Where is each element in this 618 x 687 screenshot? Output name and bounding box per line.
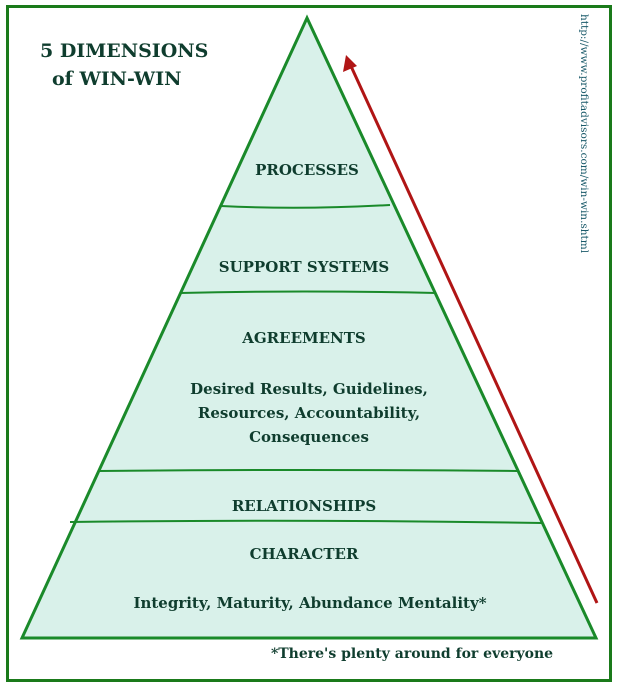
level-support-systems: SUPPORT SYSTEMS [218, 258, 390, 276]
arrow-shaft [348, 63, 599, 604]
band-divider [220, 204, 391, 209]
level-character: CHARACTER [249, 545, 359, 563]
title-line-1: 5 DIMENSIONS [40, 40, 209, 62]
band-divider [69, 519, 543, 524]
band-divider [179, 290, 437, 294]
agreements-details: Desired Results, Guidelines, Resources, … [154, 377, 464, 449]
source-url: http://www.profitadvisors.com/win-win.sh… [578, 14, 590, 254]
character-details: Integrity, Maturity, Abundance Mentality… [133, 594, 487, 612]
frame-border [6, 5, 612, 682]
arrow-head [343, 55, 357, 72]
level-relationships: RELATIONSHIPS [231, 497, 377, 515]
title-line-2: of WIN-WIN [52, 68, 182, 90]
pyramid [19, 14, 599, 640]
detail-line: Resources, Accountability, [197, 404, 421, 422]
detail-line: Desired Results, Guidelines, [190, 380, 428, 398]
level-agreements: AGREEMENTS [242, 329, 366, 347]
band-divider [97, 469, 518, 472]
level-processes: PROCESSES [255, 161, 359, 179]
footnote: *There's plenty around for everyone [270, 646, 554, 662]
detail-line: Consequences [249, 428, 369, 446]
diagram-title: 5 DIMENSIONS of WIN-WIN [40, 37, 208, 93]
